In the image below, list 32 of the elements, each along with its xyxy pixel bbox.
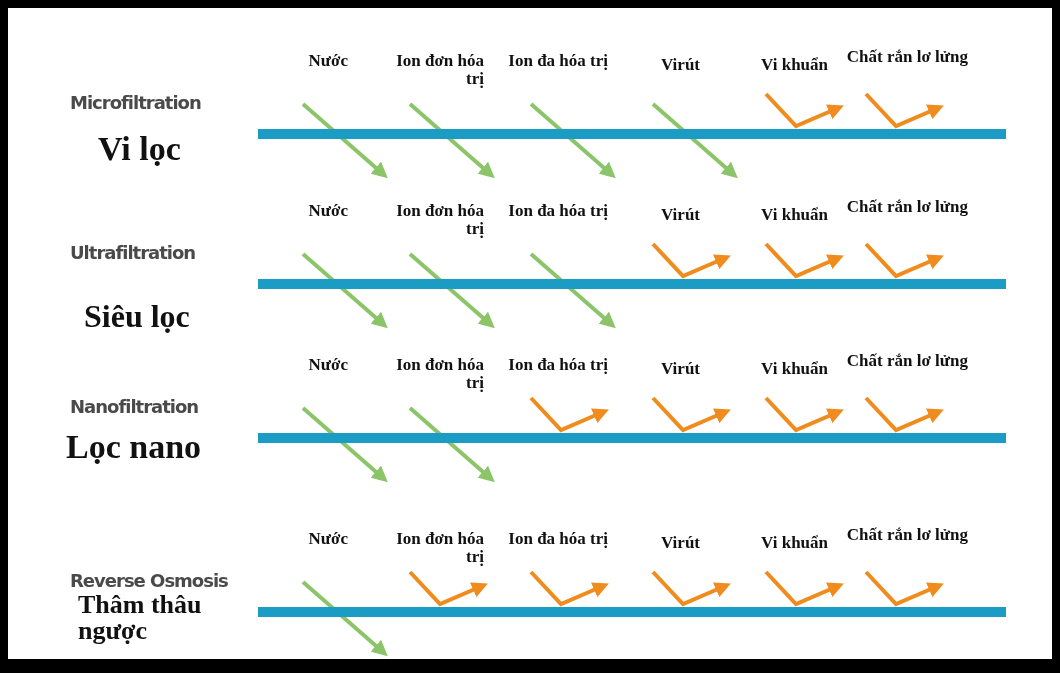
particle-label: Chất rắn lơ lửng bbox=[845, 48, 968, 66]
particle-label: Nước bbox=[307, 530, 348, 548]
membrane-type-label: Siêu lọc bbox=[84, 300, 191, 332]
particle-label: Vi khuẩn bbox=[760, 360, 828, 378]
membrane-type-label: Vi lọc bbox=[98, 132, 182, 166]
membrane-type-label: Lọc nano bbox=[66, 430, 203, 464]
particle-label: Ion đơn hóa trị bbox=[395, 356, 484, 392]
particle-label: Ion đơn hóa trị bbox=[395, 530, 484, 566]
particle-label: Chất rắn lơ lửng bbox=[845, 352, 968, 370]
particle-label: Ion đơn hóa trị bbox=[395, 52, 484, 88]
particle-label: Virút bbox=[659, 534, 700, 552]
membrane-type-label: Ultrafiltration bbox=[70, 242, 196, 263]
particle-label: Vi khuẩn bbox=[760, 534, 828, 552]
particle-label: Chất rắn lơ lửng bbox=[845, 526, 968, 544]
particle-label: Nước bbox=[307, 52, 348, 70]
particle-label: Vi khuẩn bbox=[760, 56, 828, 74]
particle-label: Ion đa hóa trị bbox=[508, 356, 608, 374]
membrane-type-label: Thâm thâu ngược bbox=[78, 592, 203, 644]
particle-label: Ion đơn hóa trị bbox=[395, 202, 484, 238]
particle-label: Virút bbox=[659, 56, 700, 74]
particle-label: Virút bbox=[659, 360, 700, 378]
membrane-type-label: Nanofiltration bbox=[70, 396, 199, 417]
particle-label: Ion đa hóa trị bbox=[508, 202, 608, 220]
membrane-type-label: Microfiltration bbox=[70, 92, 201, 113]
particle-label: Ion đa hóa trị bbox=[508, 52, 608, 70]
membrane-type-label: Reverse Osmosis bbox=[70, 570, 228, 591]
particle-label: Vi khuẩn bbox=[760, 206, 828, 224]
particle-label: Chất rắn lơ lửng bbox=[845, 198, 968, 216]
particle-label: Virút bbox=[659, 206, 700, 224]
particle-label: Ion đa hóa trị bbox=[508, 530, 608, 548]
particle-label: Nước bbox=[307, 356, 348, 374]
particle-label: Nước bbox=[307, 202, 348, 220]
